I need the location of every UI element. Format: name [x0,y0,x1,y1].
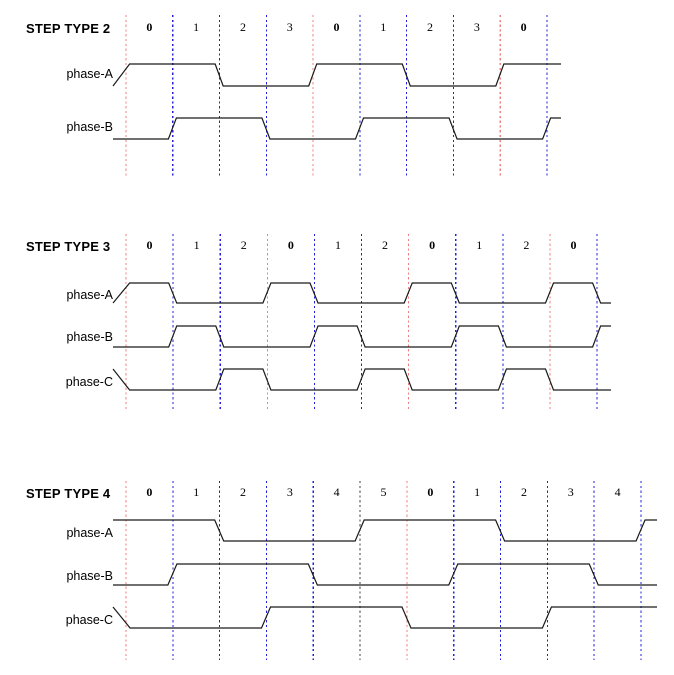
step-index-label: 2 [239,20,246,34]
step-index-label: 0 [429,238,436,252]
step-index-label: 1 [193,238,200,252]
waveform-step-type-2-phase-A [112,63,561,87]
phase-label-step-type-4-phase-A: phase-A [66,526,113,540]
step-index-label: 0 [570,238,577,252]
waveform-step-type-4-phase-C [112,606,657,629]
step-index-label: 0 [287,238,294,252]
step-index-label: 3 [286,485,293,499]
step-index-label: 2 [520,485,527,499]
step-index-label: 0 [333,20,340,34]
step-index-label: 1 [193,485,200,499]
waveform-step-type-2-phase-B [113,117,561,140]
step-index-label: 0 [520,20,527,34]
step-index-label: 2 [240,238,247,252]
phase-label-step-type-3-phase-B: phase-B [66,330,113,344]
step-index-label: 0 [427,485,434,499]
step-index-label: 1 [474,485,481,499]
step-index-label: 4 [614,485,621,499]
waveform-step-type-3-phase-A [112,282,611,304]
step-index-label: 2 [382,238,389,252]
step-index-label: 4 [333,485,340,499]
section-title-step-type-2: STEP TYPE 2 [26,21,111,36]
waveform-step-type-3-phase-B [113,325,611,348]
step-index-label: 1 [193,20,200,34]
phase-label-step-type-4-phase-C: phase-C [65,613,113,627]
step-index-label: 2 [240,485,247,499]
step-index-label: 5 [380,485,387,499]
phase-label-step-type-4-phase-B: phase-B [66,569,113,583]
step-index-label: 3 [286,20,293,34]
step-index-label: 1 [334,238,341,252]
phase-label-step-type-2-phase-B: phase-B [66,120,113,134]
step-index-label: 2 [523,238,530,252]
step-index-label: 3 [567,485,574,499]
section-title-step-type-3: STEP TYPE 3 [26,239,111,254]
step-index-label: 1 [380,20,387,34]
waveform-step-type-4-phase-B [113,563,657,586]
step-index-label: 1 [476,238,483,252]
step-index-label: 0 [146,20,153,34]
phase-label-step-type-3-phase-A: phase-A [66,288,113,302]
step-index-label: 0 [146,238,153,252]
phase-label-step-type-2-phase-A: phase-A [66,67,113,81]
step-index-label: 2 [427,20,434,34]
step-index-label: 3 [473,20,480,34]
step-index-label: 0 [146,485,153,499]
section-title-step-type-4: STEP TYPE 4 [26,486,111,501]
waveform-step-type-3-phase-C [112,368,611,391]
phase-label-step-type-3-phase-C: phase-C [65,375,113,389]
waveform-step-type-4-phase-A [113,519,657,542]
